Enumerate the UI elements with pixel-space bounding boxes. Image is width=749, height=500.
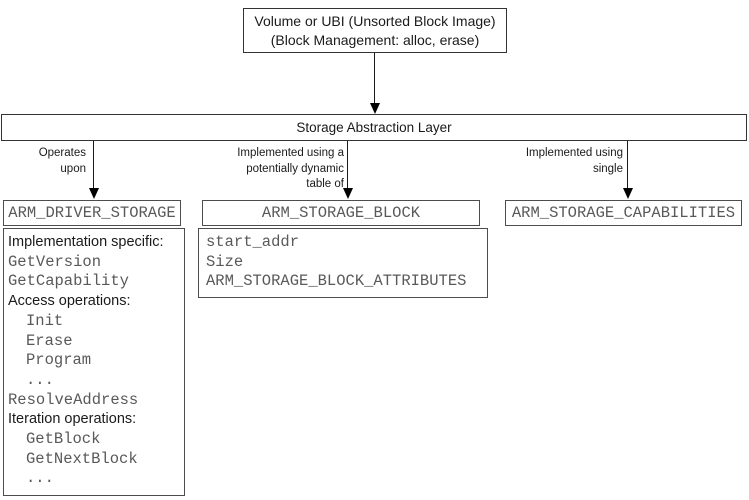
edge-label-line: table of [306, 178, 344, 190]
arrow-sal-to-driver-head [89, 188, 99, 199]
arm-storage-block-title: ARM_STORAGE_BLOCK [261, 204, 421, 222]
driver-storage-section-label: Implementation specific: [8, 234, 164, 250]
edge-label-line: Operates [38, 147, 86, 159]
arrow-sal-to-block-line [347, 141, 348, 190]
volume-ubi-line2: (Block Management: alloc, erase) [270, 31, 480, 48]
arm-driver-storage-body: Implementation specific: GetVersion GetC… [3, 228, 185, 496]
driver-storage-member: Erase [26, 331, 73, 350]
driver-storage-member: GetCapability [8, 272, 129, 291]
edge-label-line: Implemented using a [237, 147, 344, 159]
driver-storage-member: ... [26, 370, 54, 389]
driver-storage-member: GetBlock [26, 430, 101, 449]
arrow-sal-to-block-head [343, 188, 353, 199]
edge-label-line: single [592, 162, 623, 175]
arm-driver-storage-header: ARM_DRIVER_STORAGE [3, 200, 181, 226]
arm-storage-capabilities-title: ARM_STORAGE_CAPABILITIES [511, 204, 736, 222]
arrow-sal-to-capabilities-line [627, 141, 628, 190]
edge-label-operates-upon: Operates upon [6, 146, 86, 177]
volume-ubi-line1: Volume or UBI (Unsorted Block Image) [254, 12, 496, 29]
arm-storage-block-body: start_addr Size ARM_STORAGE_BLOCK_ATTRIB… [198, 228, 488, 298]
arrow-volume-to-sal-line [374, 53, 375, 104]
arrow-sal-to-driver-line [93, 141, 94, 190]
volume-ubi-box: Volume or UBI (Unsorted Block Image) (Bl… [243, 8, 507, 53]
arrow-volume-to-sal-head [370, 103, 380, 114]
driver-storage-member: Program [26, 351, 92, 370]
arrow-sal-to-capabilities-head [623, 188, 633, 199]
storage-abstraction-layer-box: Storage Abstraction Layer [1, 114, 747, 141]
edge-label-line: potentially dynamic [246, 162, 344, 175]
driver-storage-member: GetVersion [8, 252, 102, 271]
arm-storage-block-header: ARM_STORAGE_BLOCK [202, 200, 480, 226]
edge-label-line: Implemented using [525, 147, 623, 159]
driver-storage-member: GetNextBlock [26, 449, 138, 468]
driver-storage-section-label: Access operations: [8, 293, 131, 310]
arm-driver-storage-title: ARM_DRIVER_STORAGE [8, 204, 176, 222]
driver-storage-member: ... [26, 469, 54, 488]
storage-block-member: start_addr [206, 233, 300, 251]
driver-storage-member: ResolveAddress [8, 390, 139, 409]
edge-label-line: upon [60, 162, 86, 175]
storage-block-member: ARM_STORAGE_BLOCK_ATTRIBUTES [206, 272, 467, 291]
driver-storage-section-label: Iteration operations: [8, 411, 137, 428]
edge-label-dynamic-table: Implemented using a potentially dynamic … [214, 146, 344, 193]
arm-storage-capabilities-box: ARM_STORAGE_CAPABILITIES [505, 200, 742, 226]
storage-abstraction-layer-title: Storage Abstraction Layer [296, 120, 452, 135]
driver-storage-member: Init [26, 311, 64, 330]
storage-block-member: Size [206, 252, 244, 271]
edge-label-single: Implemented using single [493, 146, 623, 177]
